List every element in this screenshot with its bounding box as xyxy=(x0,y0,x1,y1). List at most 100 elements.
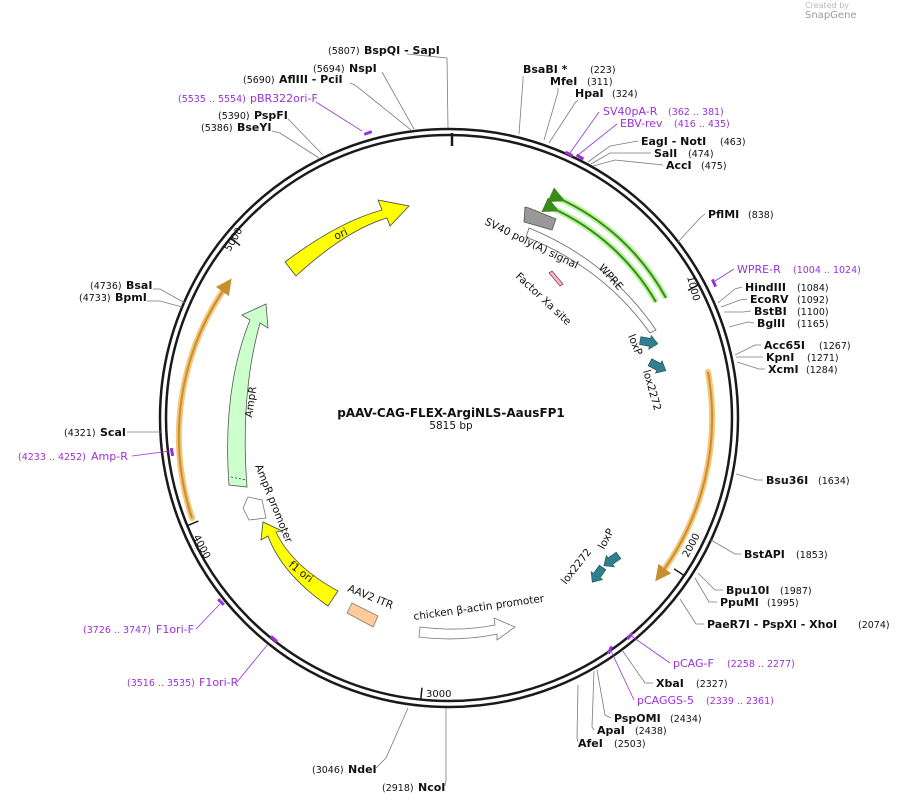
tick-mark xyxy=(187,520,199,527)
primer-site xyxy=(564,150,574,158)
restriction-site: AccI xyxy=(666,159,692,172)
primer-site xyxy=(169,447,175,457)
tick-label: 1000 xyxy=(684,275,701,302)
restriction-site-position: (1995) xyxy=(767,598,799,609)
restriction-site-position: (1165) xyxy=(797,319,829,330)
primer-label: pCAG-F xyxy=(673,657,714,670)
primer-label: F1ori-F xyxy=(156,623,194,636)
primer-leader xyxy=(577,123,618,156)
primer-label: F1ori-R xyxy=(199,676,239,689)
lox-feature xyxy=(590,564,607,583)
restriction-site-position: (5690) xyxy=(243,75,275,86)
site-leader xyxy=(717,286,743,304)
primer-label: Amp-R xyxy=(91,450,128,463)
tick-mark xyxy=(420,687,423,700)
restriction-site-position: (1084) xyxy=(797,283,829,294)
site-leader xyxy=(375,707,409,769)
site-leader xyxy=(591,670,595,731)
site-leader xyxy=(548,99,579,144)
restriction-site-position: (1271) xyxy=(807,353,839,364)
factor-xa-feature xyxy=(548,270,564,287)
restriction-site: AfeI xyxy=(578,737,603,750)
restriction-site-position: (5694) xyxy=(313,64,345,75)
restriction-site: XbaI xyxy=(656,677,684,690)
restriction-site: BseYI xyxy=(237,121,271,134)
tick-label: 5000 xyxy=(223,226,245,254)
primer-range: (3516 .. 3535) xyxy=(127,678,195,689)
primer-range: (2258 .. 2277) xyxy=(727,659,795,670)
restriction-site-position: (324) xyxy=(612,89,638,100)
restriction-site-position: (2503) xyxy=(614,739,646,750)
tick-mark xyxy=(687,284,700,292)
site-leader xyxy=(679,598,704,625)
restriction-site-position: (1092) xyxy=(797,295,829,306)
orf-arcs xyxy=(175,187,716,582)
restriction-site: ApaI xyxy=(597,724,625,737)
site-leader xyxy=(444,708,447,787)
site-leader xyxy=(271,130,320,159)
sv40-polya-feature xyxy=(523,206,557,231)
restriction-site: PaeR7I - PspXI - XhoI xyxy=(707,618,837,631)
primer-label: pBR322ori-F xyxy=(250,92,318,105)
restriction-site-position: (2918) xyxy=(382,783,414,794)
restriction-site-position: (1100) xyxy=(797,307,829,318)
primer-range: (2339 .. 2361) xyxy=(706,696,774,707)
site-leader xyxy=(592,159,664,167)
site-leader xyxy=(735,473,763,481)
primer-range: (416 .. 435) xyxy=(674,119,730,130)
restriction-site-position: (1284) xyxy=(806,365,838,376)
primer-label: WPRE-R xyxy=(737,263,781,276)
restriction-site: PspOMI xyxy=(614,712,661,725)
site-leader xyxy=(697,572,723,591)
leader-lines xyxy=(127,53,765,787)
site-leader xyxy=(694,577,717,603)
restriction-site: BpmI xyxy=(115,291,147,304)
site-leader xyxy=(153,288,186,304)
restriction-site: Bpu10I xyxy=(726,584,770,597)
orf-arc xyxy=(177,278,232,519)
feature-label: AmpR xyxy=(243,386,259,419)
primer-site xyxy=(269,635,279,643)
site-leader xyxy=(406,53,449,129)
plasmid-size: 5815 bp xyxy=(429,420,473,432)
primer-range: (5535 .. 5554) xyxy=(178,94,246,105)
feature-label: lox2272 xyxy=(559,546,594,586)
site-leader xyxy=(720,298,748,308)
tick-mark xyxy=(673,568,685,577)
primer-range: (1004 .. 1024) xyxy=(793,265,861,276)
primer-leader xyxy=(131,450,171,457)
primer-leader xyxy=(569,111,600,154)
wpre-feature xyxy=(525,227,657,334)
restriction-site: SalI xyxy=(654,147,677,160)
feature-label: ori xyxy=(332,226,349,243)
site-leader xyxy=(587,140,639,163)
primer-site xyxy=(575,153,585,161)
primer-leader xyxy=(714,268,735,282)
site-leader xyxy=(287,118,324,156)
feature-label: loxP xyxy=(625,333,644,358)
restriction-site: AflIII - PciI xyxy=(279,73,343,86)
restriction-site-position: (2438) xyxy=(635,726,667,737)
feature-label: lox2272 xyxy=(640,369,663,413)
primer-leader xyxy=(315,101,363,132)
restriction-site: PpuMI xyxy=(720,596,759,609)
restriction-site: BstBI xyxy=(754,305,787,318)
site-leader xyxy=(621,649,653,684)
site-leader xyxy=(381,71,415,130)
feature-label: chicken β-actin promoter xyxy=(413,593,546,623)
tick-mark xyxy=(230,237,241,247)
restriction-site-position: (223) xyxy=(590,65,616,76)
restriction-site: NcoI xyxy=(418,781,445,794)
restriction-site: BspQI - SapI xyxy=(364,44,440,57)
backbone-outer-circle xyxy=(158,127,740,709)
site-leader xyxy=(736,361,765,370)
restriction-site: PflMI xyxy=(708,208,739,221)
site-leader xyxy=(596,669,612,719)
primer-range: (3726 .. 3747) xyxy=(83,625,151,636)
restriction-site-position: (474) xyxy=(688,149,714,160)
ampr-promoter-feature xyxy=(242,496,267,521)
site-leader xyxy=(710,539,741,555)
restriction-site-position: (838) xyxy=(748,210,774,221)
site-leader xyxy=(543,88,559,141)
feature-label: Factor Xa site xyxy=(513,270,573,327)
